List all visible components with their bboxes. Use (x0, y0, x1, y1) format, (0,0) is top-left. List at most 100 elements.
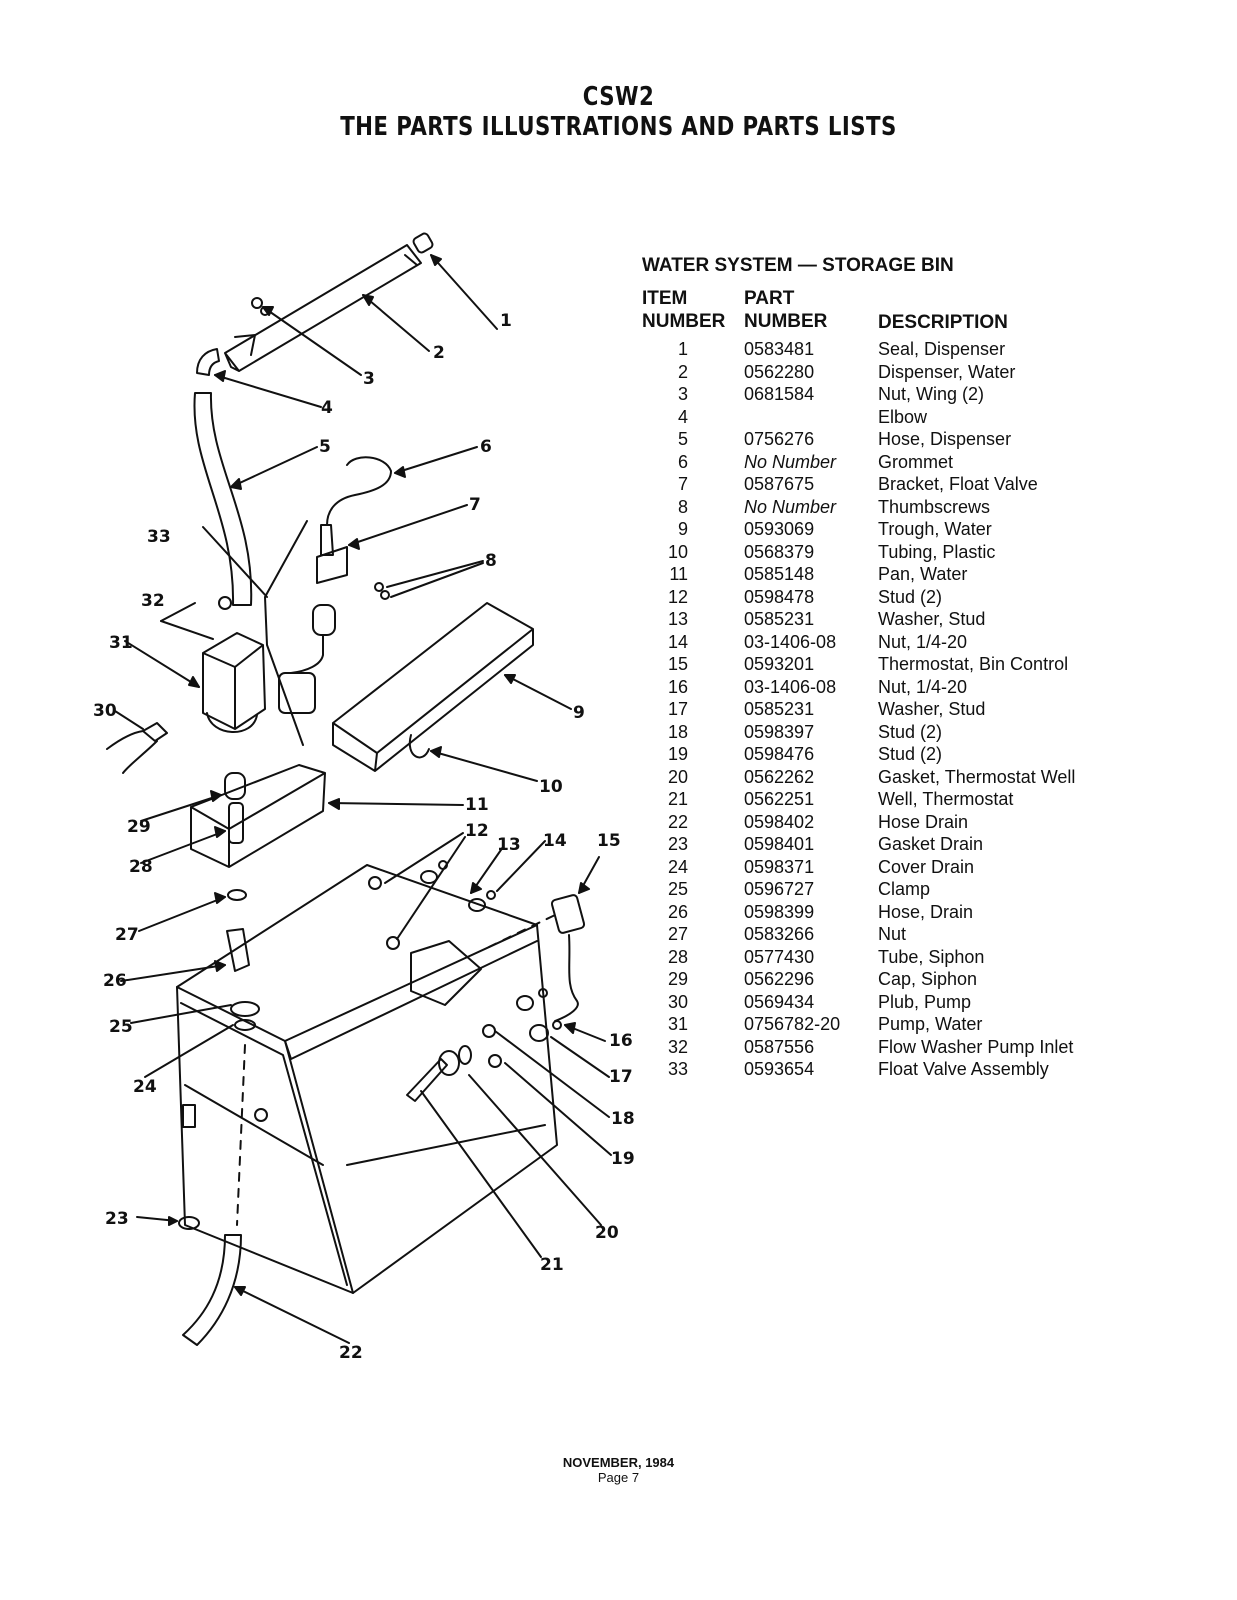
part-item-number: 21 (667, 789, 688, 809)
callout-24: 24 (133, 1077, 157, 1097)
part-number: 0562280 (744, 361, 815, 382)
part-item-number: 16 (667, 676, 688, 697)
part-description: Seal, Dispenser (878, 339, 1006, 359)
callout-14: 14 (543, 831, 567, 851)
parts-row: 18 0598397 Stud (2) (642, 722, 1162, 745)
footer-page-number: Page 7 (597, 1470, 640, 1485)
callout-6: 6 (480, 437, 492, 457)
callout-3: 3 (363, 369, 375, 389)
callout-26: 26 (103, 971, 127, 991)
part-description: Hose Drain (878, 811, 969, 832)
siphon-cap-drawing (224, 772, 246, 800)
part-number: 0598397 (744, 721, 815, 742)
part-number: 0596727 (744, 879, 815, 899)
header-part-line1: PART (744, 288, 795, 309)
part-item-number: 6 (677, 451, 688, 472)
part-item-number: 7 (677, 474, 688, 494)
part-item-number: 29 (667, 969, 688, 989)
part-number: 0585148 (744, 564, 815, 584)
flow-washer-drawing (218, 596, 232, 610)
header-item-line1: ITEM (642, 288, 688, 309)
water-dispenser-drawing (224, 244, 422, 372)
water-pan-drawing (190, 764, 326, 868)
part-description: Flow Washer Pump Inlet (878, 1036, 1074, 1057)
part-number: 0756782-20 (744, 1014, 841, 1034)
part-description: Nut, Wing (2) (878, 384, 985, 404)
callout-7: 7 (469, 495, 481, 515)
callout-15: 15 (597, 831, 621, 851)
part-item-number: 4 (677, 406, 688, 427)
callout-20: 20 (595, 1223, 619, 1243)
part-item-number: 18 (667, 721, 688, 742)
part-description: Pump, Water (878, 1014, 983, 1034)
callout-5: 5 (319, 437, 331, 457)
dispenser-seal-drawing (412, 232, 434, 254)
siphon-tube-drawing (228, 802, 244, 844)
part-item-number: 30 (667, 991, 688, 1012)
parts-illustration: 1 2 3 4 5 6 7 8 9 10 11 12 13 14 15 16 1… (85, 225, 645, 1375)
callout-9: 9 (573, 703, 585, 723)
part-item-number: 24 (667, 856, 688, 877)
callout-2: 2 (433, 343, 445, 363)
part-item-number: 28 (667, 946, 688, 967)
callout-32: 32 (141, 591, 165, 611)
part-description: Washer, Stud (878, 699, 986, 719)
part-number: 0562262 (744, 766, 815, 787)
part-number: 0587675 (744, 474, 815, 494)
parts-list-header: ITEM NUMBER PART NUMBER DESCRIPTION (642, 287, 1162, 335)
part-number: 0598399 (744, 901, 815, 922)
part-number: 0598401 (744, 834, 815, 854)
parts-row: 22 0598402 Hose Drain (642, 812, 1162, 835)
part-item-number: 27 (667, 924, 688, 944)
part-description: Stud (2) (878, 721, 943, 742)
part-description: Dispenser, Water (878, 361, 1016, 382)
part-number: 0577430 (744, 946, 815, 967)
water-trough-drawing (332, 602, 534, 772)
part-item-number: 12 (667, 586, 688, 607)
part-description: Plub, Pump (878, 991, 972, 1012)
callout-30: 30 (93, 701, 117, 721)
part-item-number: 13 (667, 609, 688, 629)
part-description: Nut, 1/4-20 (878, 676, 968, 697)
part-description: Cap, Siphon (878, 969, 978, 989)
part-number: 0598402 (744, 811, 815, 832)
float-drawing (312, 604, 336, 636)
part-item-number: 3 (677, 384, 688, 404)
part-description: Bracket, Float Valve (878, 474, 1038, 494)
callout-33: 33 (147, 527, 171, 547)
part-number: 0562296 (744, 969, 815, 989)
part-number: 0593069 (744, 519, 815, 539)
callout-8: 8 (485, 551, 497, 571)
page-title: THE PARTS ILLUSTRATIONS AND PARTS LISTS (340, 112, 897, 142)
callout-4: 4 (321, 398, 333, 418)
part-number: 0598478 (744, 586, 815, 607)
callout-25: 25 (109, 1017, 133, 1037)
elbow-drawing (196, 348, 220, 376)
part-item-number: 17 (667, 699, 688, 719)
part-description: Clamp (878, 879, 931, 899)
part-number: 0593654 (744, 1059, 815, 1079)
part-item-number: 10 (667, 541, 688, 562)
header-description: DESCRIPTION (878, 312, 1008, 333)
callout-10: 10 (539, 777, 563, 797)
thermostat-well-drawing (406, 1058, 448, 1102)
part-item-number: 1 (677, 339, 688, 359)
part-item-number: 22 (667, 811, 688, 832)
part-description: Tube, Siphon (878, 946, 985, 967)
